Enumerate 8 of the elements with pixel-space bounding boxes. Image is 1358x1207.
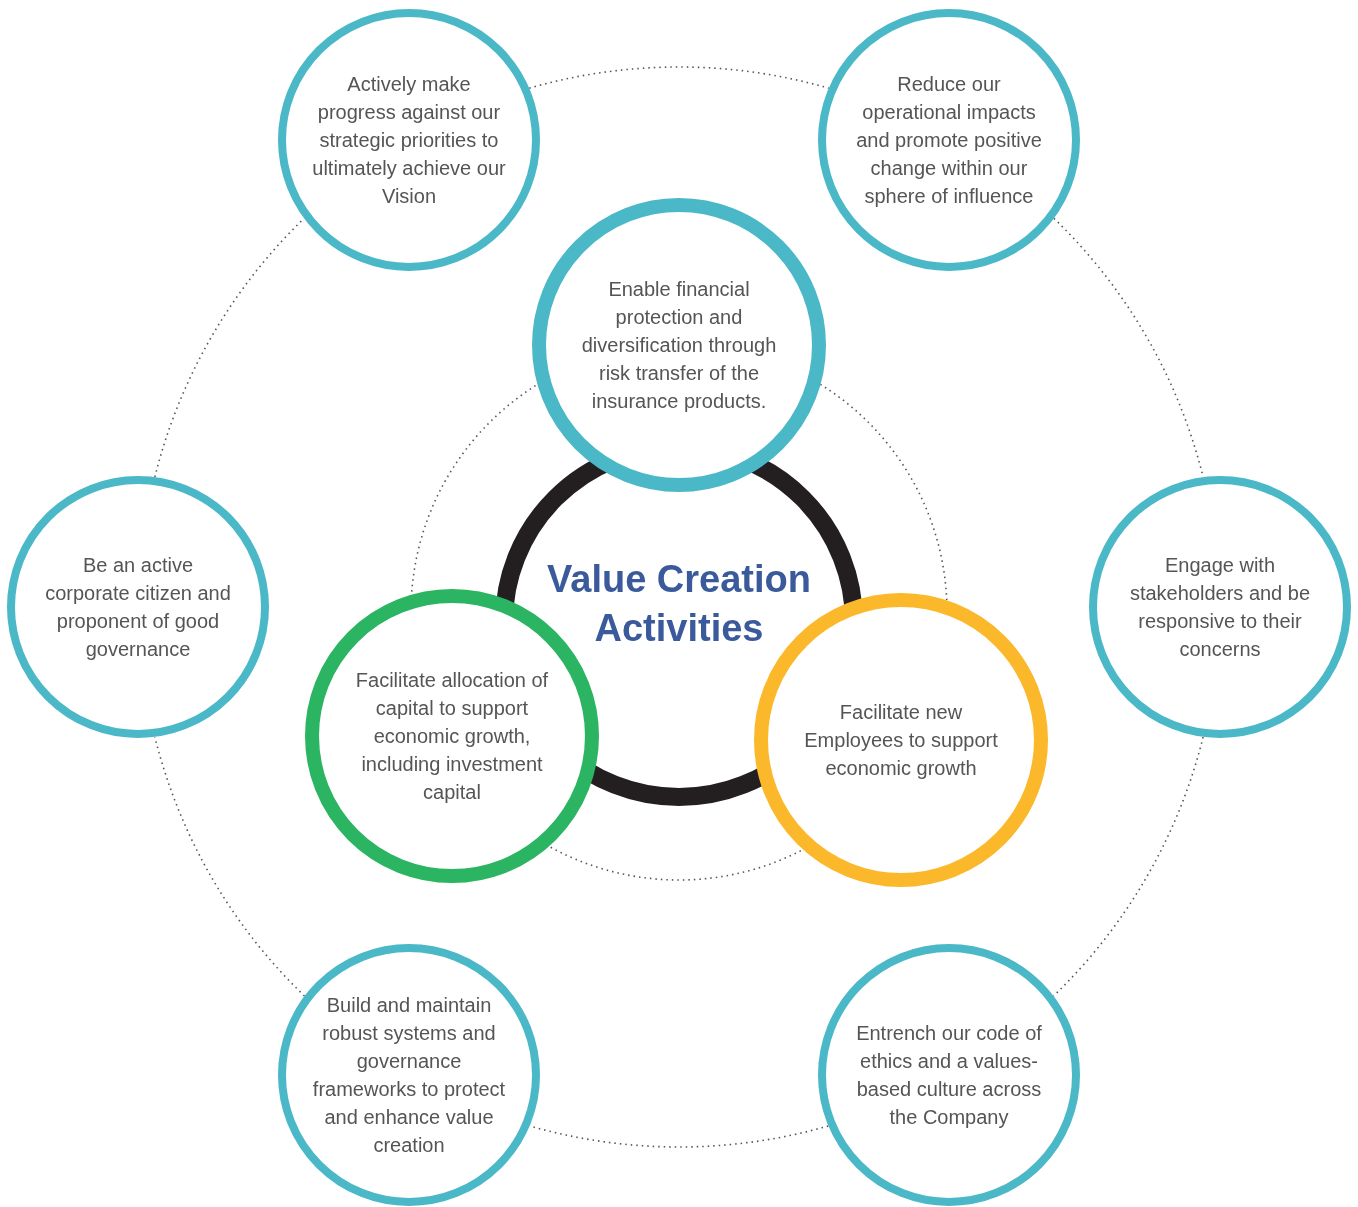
goal-circle: Be an active corporate citizen and proponent of good governance [7,476,269,738]
dotted-connector [154,736,306,997]
goal-circle: Build and maintain robust systems and governance frameworks to protect and enhance value creation [278,944,540,1206]
activity-circle: Enable financial protection and diversification through risk transfer of the insurance products. [532,198,826,492]
goal-circle: Entrench our code of ethics and a values-based culture across the Company [818,944,1080,1206]
goal-circle: Engage with stakeholders and be responsive to their concerns [1089,476,1351,738]
goal-circle: Reduce our operational impacts and promote positive change within our sphere of influence [818,9,1080,271]
goal-circle: Actively make progress against our strategic priorities to ultimately achieve our Vision [278,9,540,271]
